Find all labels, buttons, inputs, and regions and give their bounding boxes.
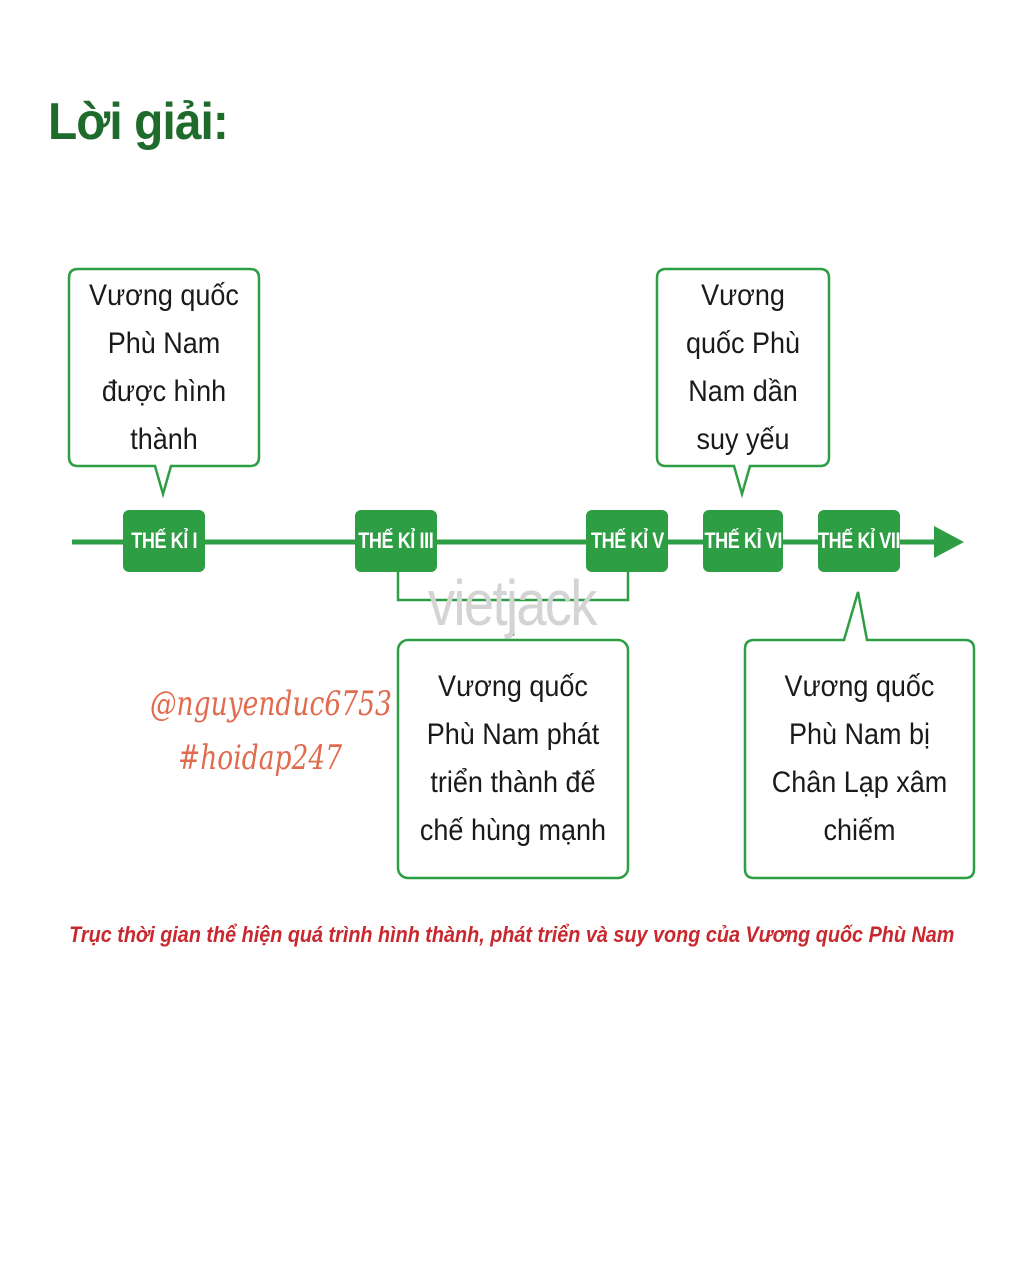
handwritten-hashtag: #hoidap247 bbox=[178, 738, 343, 778]
event-formed-text: Vương quốc Phù Nam được hình thành bbox=[89, 278, 239, 456]
solution-heading: Lời giải: bbox=[48, 93, 229, 151]
century-box-6 bbox=[703, 510, 783, 572]
century-label-1: THẾ KỈ I bbox=[131, 528, 197, 553]
century-label-5: THẾ KỈ V bbox=[590, 528, 664, 553]
century-box-5 bbox=[586, 510, 668, 572]
vietjack-watermark: vietjack bbox=[428, 567, 597, 639]
century-box-1 bbox=[123, 510, 205, 572]
callout-shape-formed bbox=[67, 267, 261, 499]
range-bracket bbox=[396, 572, 630, 636]
century-label-7: THẾ KỈ VII bbox=[817, 528, 901, 553]
timeline-arrowhead bbox=[934, 526, 964, 558]
diagram-caption: Trục thời gian thể hiện quá trình hình t… bbox=[69, 922, 955, 947]
callout-shape-decline bbox=[655, 267, 831, 499]
century-box-7 bbox=[818, 510, 900, 572]
century-box-3 bbox=[355, 510, 437, 572]
event-conquered-text: Vương quốc Phù Nam bị Chân Lạp xâm chiếm bbox=[771, 670, 948, 847]
callout-shape-develop bbox=[396, 638, 630, 880]
handwritten-username: @nguyenduc6753 bbox=[150, 684, 392, 724]
century-label-3: THẾ KỈ III bbox=[358, 528, 434, 553]
event-develop-text: Vương quốc Phù Nam phát triển thành đế c… bbox=[419, 670, 607, 847]
callout-shape-conquered bbox=[743, 591, 976, 880]
century-label-6: THẾ KỈ VI bbox=[704, 528, 782, 553]
event-decline-text: Vương quốc Phù Nam dần suy yếu bbox=[685, 278, 801, 456]
